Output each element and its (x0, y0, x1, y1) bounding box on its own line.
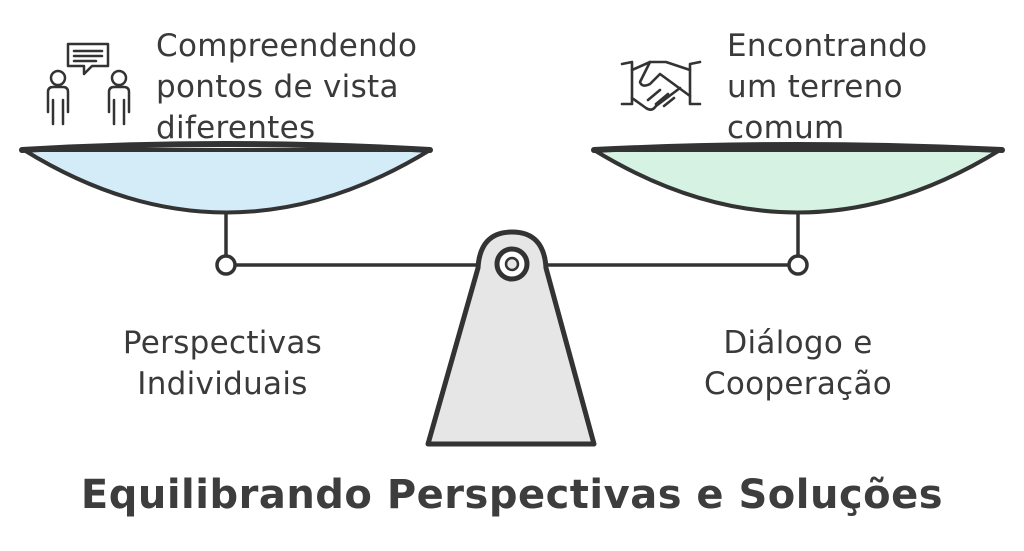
right-top-line-1: Encontrando (727, 28, 928, 64)
left-top-line-1: Compreendendo (156, 28, 418, 64)
right-pan-rim (591, 142, 1005, 153)
left-top-line-2: pontos de vista (156, 69, 399, 105)
left-bottom-line-2: Individuais (137, 366, 308, 402)
right-top-line-3: comum (727, 110, 845, 146)
fulcrum-pin-center (504, 256, 520, 272)
left-pan-top-label: Compreendendo pontos de vista diferentes (156, 26, 417, 149)
people-talking-icon (46, 42, 131, 126)
right-bottom-line-2: Cooperação (703, 366, 893, 402)
left-pan (22, 148, 432, 215)
left-top-line-3: diferentes (156, 110, 316, 146)
right-top-line-2: um terreno (727, 69, 903, 105)
right-bottom-line-1: Diálogo e (723, 325, 873, 361)
right-pan-bottom-label: Diálogo e Cooperação (658, 323, 938, 405)
right-pan-top-label: Encontrando um terreno comum (727, 26, 927, 149)
diagram-title: Equilibrando Perspectivas e Soluções (80, 472, 944, 518)
right-pan (592, 148, 1002, 215)
left-bottom-line-1: Perspectivas (122, 325, 323, 361)
handshake-icon (620, 60, 702, 111)
left-pivot-joint (215, 254, 237, 276)
left-pan-rim (19, 141, 433, 153)
scale-fulcrum (425, 229, 597, 447)
right-pivot-joint (787, 254, 809, 276)
left-pan-bottom-label: Perspectivas Individuais (80, 323, 365, 405)
